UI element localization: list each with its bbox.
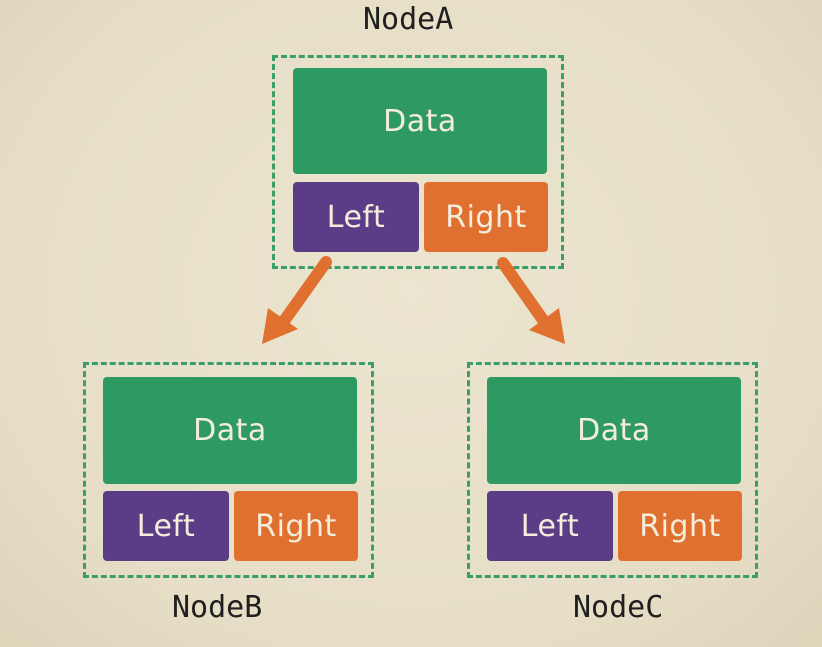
node-c-left: Left [487,491,613,561]
node-a: Data Left Right [272,55,564,269]
node-a-label: NodeA [363,2,454,37]
edge-a-to-b-head [262,308,298,344]
node-a-left: Left [293,182,419,252]
node-b-left: Left [103,491,229,561]
edge-a-to-b [262,256,332,344]
node-a-data: Data [293,68,547,174]
node-c-right: Right [618,491,742,561]
node-b: Data Left Right [83,362,374,578]
node-a-right: Right [424,182,548,252]
edge-a-to-c-head [529,308,565,344]
node-b-label: NodeB [172,590,263,625]
edge-a-to-c [497,257,565,344]
edge-a-to-b-shaft [278,256,332,327]
node-b-right: Right [234,491,358,561]
node-c-label: NodeC [573,590,664,625]
node-c: Data Left Right [467,362,758,578]
node-c-data: Data [487,377,741,484]
edge-a-to-c-shaft [497,257,549,326]
node-b-data: Data [103,377,357,484]
